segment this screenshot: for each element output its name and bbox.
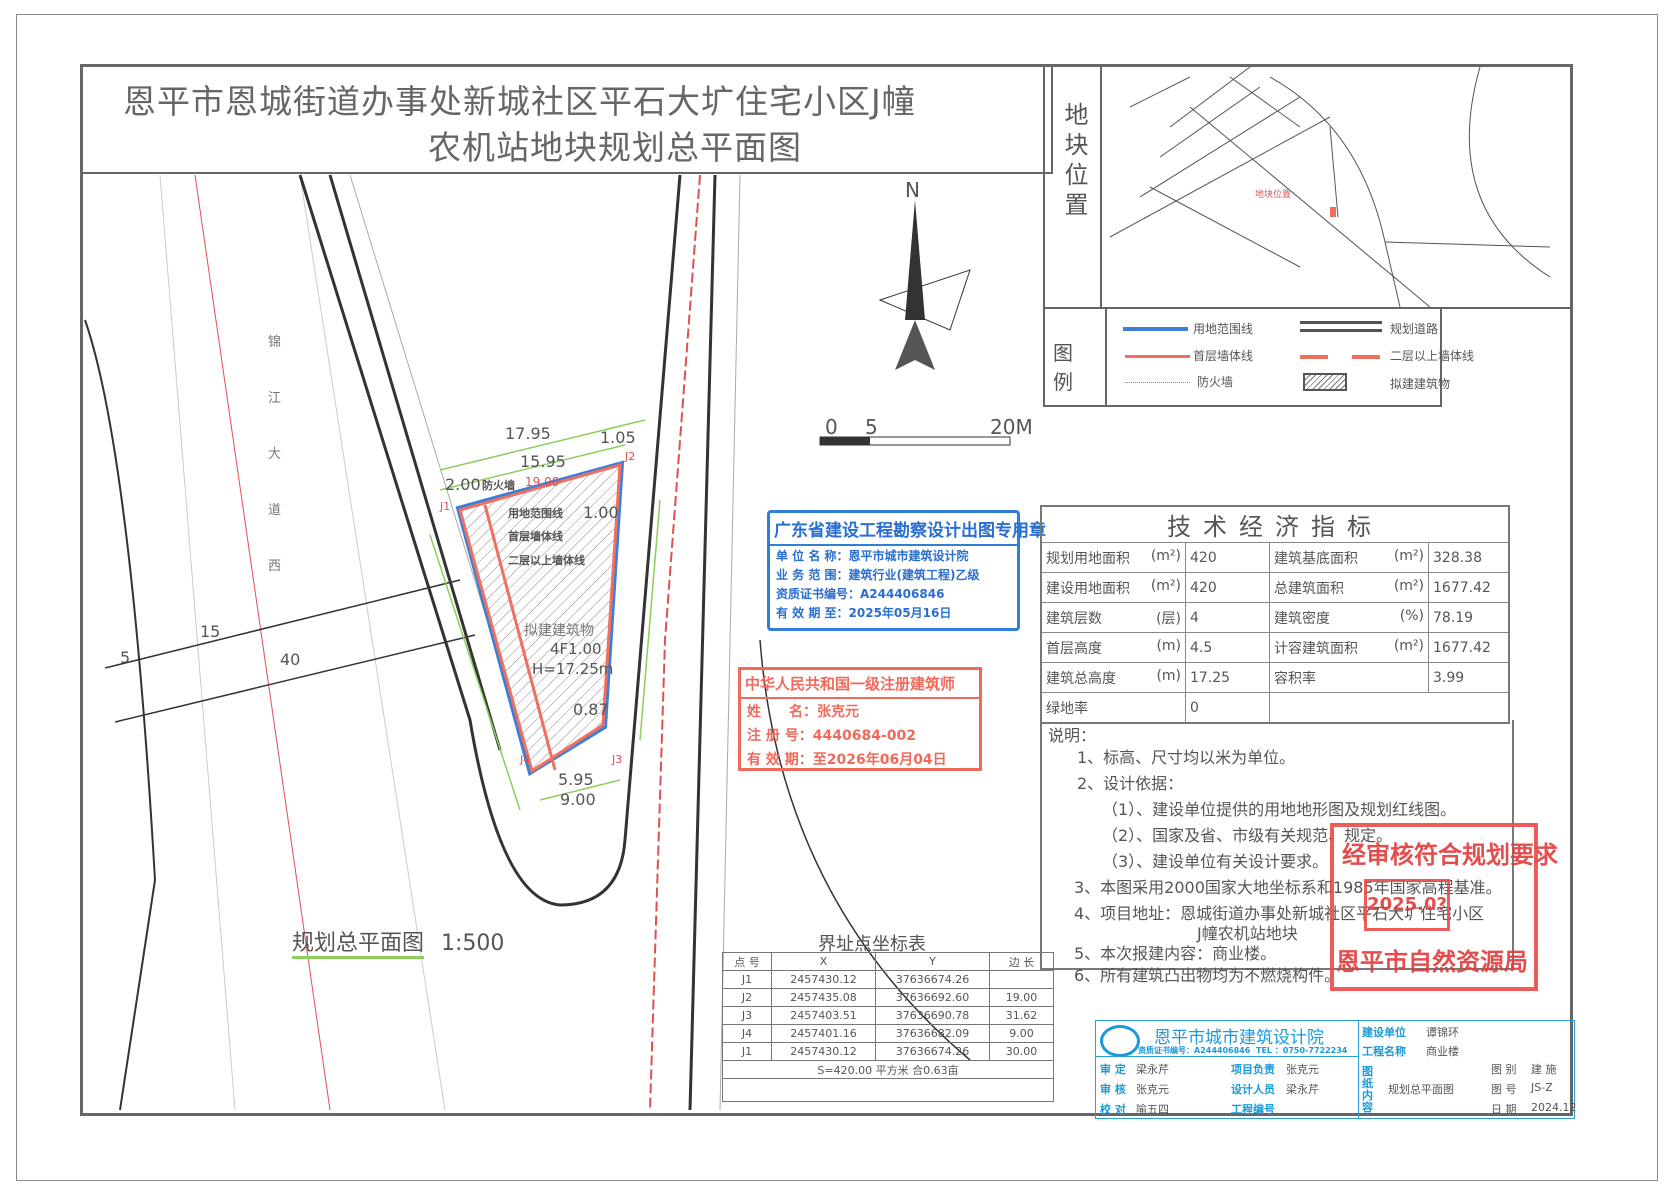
notes-heading: 说明： [1048, 726, 1097, 745]
title-block: 恩平市城市建筑设计院 资质证书编号：A244406846 TEL ：0750-7… [1095, 1020, 1577, 1119]
content-value: 规划总平面图 [1388, 1083, 1454, 1096]
firm-cert: 资质证书编号：A244406846 [1138, 1046, 1251, 1055]
dim-40: 40 [280, 650, 301, 669]
dim-9-00: 9.00 [560, 790, 596, 809]
note-item: （1）、建设单位提供的用地地形图及规划红线图。 [1102, 800, 1457, 819]
dim-2-00: 2.00 [445, 475, 481, 494]
table-row: 建筑层数 (层) 4 建筑密度 (%) 78.19 [1040, 602, 1510, 633]
legend-item-road: 规划道路 [1390, 322, 1439, 336]
location-map-label: 地块位置 [1045, 67, 1102, 307]
scale-bar-5: 5 [865, 415, 878, 439]
table-row: 建设用地面积 (m²) 420 总建筑面积 (m²) 1677.42 [1040, 572, 1510, 603]
annotation-ground-wall: 首层墙体线 [508, 530, 563, 543]
legend-swatch-boundary [1123, 327, 1188, 331]
drawing-sheet [16, 14, 1658, 1181]
coord-table-title: 界址点坐标表 [818, 934, 926, 955]
road-name: 锦 江 大 道 西 [268, 335, 282, 574]
legend-swatch-firewall [1125, 382, 1190, 383]
point-j1: J1 [440, 500, 451, 513]
annotation-upper-wall: 二层以上墙体线 [508, 554, 585, 567]
scale-bar-0: 0 [825, 415, 838, 439]
annotation-boundary: 用地范围线 [508, 507, 563, 520]
building-floors: 4F1.00 [550, 640, 602, 658]
building-height: H=17.25m [532, 660, 614, 678]
location-marker-label: 地块位置 [1255, 190, 1292, 200]
legend-label: 图例 [1045, 307, 1107, 405]
building-label: 拟建建筑物 [524, 623, 594, 639]
table-row: 规划用地面积 (m²) 420 建筑基底面积 (m²) 328.38 [1040, 542, 1510, 573]
legend-item-firewall: 防火墙 [1197, 375, 1234, 389]
scale-bar-20m: 20M [990, 415, 1033, 439]
design-stamp: 广东省建设工程勘察设计出图专用章 单 位 名 称：恩平市城市建筑设计院 业 务 … [767, 510, 1046, 631]
firm-name: 恩平市城市建筑设计院 [1154, 1028, 1324, 1048]
note-item: 3、本图采用2000国家大地坐标系和1985年国家高程基准。 [1074, 878, 1502, 897]
firm-logo-icon [1100, 1025, 1140, 1057]
dim-15: 15 [200, 622, 221, 641]
dim-17-95: 17.95 [505, 424, 551, 443]
drawing-frame [80, 64, 1573, 1116]
note-item: （3）、建设单位有关设计要求。 [1102, 852, 1329, 871]
legend-swatch-building [1303, 373, 1347, 391]
title-box: 恩平市恩城街道办事处新城社区平石大圹住宅小区J幢 农机站地块规划总平面图 [83, 67, 1053, 174]
note-item: （2）、国家及省、市级有关规范、规定。 [1102, 826, 1393, 845]
client-label: 建设单位 [1362, 1026, 1406, 1039]
coord-table-footer: S=420.00 平方米 合0.63亩 [722, 1060, 1054, 1079]
note-item: J幢农机站地块 [1197, 924, 1298, 943]
content-label: 图纸内容 [1362, 1065, 1373, 1114]
note-item: 2、设计依据： [1077, 774, 1184, 793]
dim-0-87: 0.87 [573, 700, 609, 719]
legend-swatch-upper-wall [1300, 355, 1380, 359]
legend-item-ground-wall: 首层墙体线 [1193, 349, 1254, 363]
client-value: 谭锦环 [1426, 1026, 1459, 1039]
approval-stamp: 经审核符合规划要求 2025.0? 恩平市自然资源局 [1330, 823, 1558, 991]
point-j3: J3 [612, 753, 623, 766]
table-row: 绿地率 0 [1040, 692, 1510, 724]
notes: 说明： 1、标高、尺寸均以米为单位。 2、设计依据： （1）、建设单位提供的用地… [1040, 720, 1514, 985]
dim-5-95: 5.95 [558, 770, 594, 789]
firm-tel: TEL ：0750-7722234 [1256, 1046, 1348, 1055]
point-j4: J4 [520, 753, 531, 766]
legend-item-building: 拟建建筑物 [1390, 377, 1451, 391]
location-map-roads [1109, 67, 1551, 307]
dim-1-00: 1.00 [583, 503, 619, 522]
table-row: 首层高度 (m) 4.5 计容建筑面积 (m²) 1677.42 [1040, 632, 1510, 663]
dim-15-95: 15.95 [520, 452, 566, 471]
dim-1-05: 1.05 [600, 428, 636, 447]
legend-swatch-road [1300, 321, 1382, 332]
tech-indicator-table: 技术经济指标 规划用地面积 (m²) 420 建筑基底面积 (m²) 328.3… [1040, 505, 1510, 724]
dim-19-00: 19.00 [525, 475, 560, 489]
legend-swatch-ground-wall [1125, 355, 1190, 358]
page-subtitle: 农机站地块规划总平面图 [428, 128, 802, 167]
note-item: 4、项目地址：恩城街道办事处新城社区平石大圹住宅小区 [1074, 904, 1485, 923]
note-item: 6、所有建筑凸出物均为不燃烧构件。 [1074, 966, 1341, 985]
project-label: 工程名称 [1362, 1045, 1406, 1058]
dim-5: 5 [120, 648, 131, 667]
plan-label: 规划总平面图 1:500 [292, 925, 504, 959]
architect-stamp: 中华人民共和国一级注册建筑师 姓 名：张克元 注 册 号：4440684-002… [738, 667, 982, 771]
location-map: 地块位置 地块位置 [1043, 67, 1572, 309]
page-title: 恩平市恩城街道办事处新城社区平石大圹住宅小区J幢 [123, 82, 916, 121]
annotation-firewall: 防火墙 [482, 479, 515, 492]
point-j2: J2 [625, 450, 636, 463]
project-value: 商业楼 [1426, 1045, 1459, 1058]
tech-title: 技术经济指标 [1040, 505, 1510, 543]
legend: 图例 用地范围线 规划道路 首层墙体线 二层以上墙体线 防火墙 拟建建筑物 [1043, 307, 1474, 407]
north-label: N [905, 178, 920, 202]
legend-item-upper-wall: 二层以上墙体线 [1390, 349, 1475, 363]
note-item: 5、本次报建内容：商业楼。 [1074, 944, 1277, 963]
note-item: 1、标高、尺寸均以米为单位。 [1077, 748, 1296, 767]
legend-item-boundary: 用地范围线 [1193, 322, 1254, 336]
table-row: 建筑总高度 (m) 17.25 容积率 3.99 [1040, 662, 1510, 693]
